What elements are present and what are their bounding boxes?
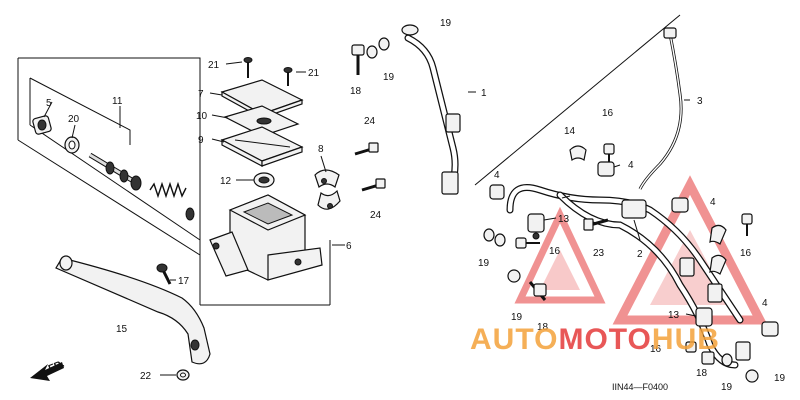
grommet-4a: [597, 161, 615, 177]
pipe-clip: [569, 145, 587, 161]
callout-23: 23: [593, 248, 605, 259]
callout-19b: 19: [383, 72, 395, 83]
washer-19d: [494, 233, 506, 247]
callout-20: 20: [68, 114, 80, 125]
callout-10: 10: [196, 111, 208, 122]
callout-15: 15: [116, 324, 128, 335]
bolt-16-top: [603, 143, 615, 162]
callout-24a: 24: [364, 116, 376, 127]
grommet-4d: [761, 321, 779, 337]
callout-16b: 16: [549, 246, 561, 257]
brake-pipe-3: [638, 27, 683, 190]
callout-4d: 4: [762, 298, 768, 309]
screw-21-left: [243, 57, 253, 78]
watermark-auto: AUTO: [470, 323, 558, 356]
group-frame: [474, 14, 681, 186]
callout-8: 8: [318, 144, 324, 155]
callout-19e: 19: [721, 382, 733, 393]
diaphragm: [220, 126, 304, 167]
pivot-nut: [176, 369, 190, 381]
callout-11: 11: [112, 96, 123, 107]
callout-19f: 19: [774, 373, 786, 384]
screw-21-right: [283, 67, 293, 86]
callout-18b: 18: [537, 322, 549, 333]
callout-5: 5: [46, 98, 52, 109]
pipe-bracket: [709, 224, 727, 245]
callout-18a: 18: [350, 86, 362, 97]
diaphragm-plate: [223, 105, 300, 137]
front-direction-arrow: [30, 362, 64, 381]
callout-3: 3: [697, 96, 703, 107]
callout-1: 1: [481, 88, 487, 99]
callout-18c: 18: [696, 368, 708, 379]
snap-ring-part: [64, 136, 80, 154]
bolt-16-right: [741, 213, 753, 236]
bolt-16-lower: [515, 237, 540, 249]
grommet-4b: [489, 184, 505, 200]
callout-19a: 19: [440, 18, 452, 29]
diagram-code: IIN44—F0400: [612, 382, 668, 392]
washer-19c: [483, 228, 495, 242]
joint-13-lower: [695, 307, 713, 327]
callout-6: 6: [346, 241, 352, 252]
callout-24b: 24: [370, 210, 382, 221]
callout-16d: 16: [650, 344, 662, 355]
callout-4b: 4: [494, 170, 500, 181]
oil-bolt-18-top: [351, 44, 365, 75]
washer-19e: [507, 269, 521, 283]
callout-14: 14: [564, 126, 576, 137]
callout-19d: 19: [511, 312, 523, 323]
callout-19c: 19: [478, 258, 490, 269]
callout-16c: 16: [740, 248, 752, 259]
hose-bracket: [709, 254, 727, 275]
holder-clamp: [314, 169, 341, 210]
bolt-16-bottom: [685, 341, 697, 353]
joint-13-upper: [527, 213, 545, 240]
assembly-frame: [17, 57, 331, 306]
bracket-11: [29, 77, 131, 145]
pivot-bolt: [156, 263, 172, 285]
brake-hose-1: [401, 24, 461, 195]
grommet-4c: [671, 197, 689, 213]
watermark-moto: MOTO: [558, 323, 651, 356]
washer-19b: [378, 37, 390, 51]
callout-4a: 4: [628, 160, 634, 171]
callout-13b: 13: [668, 310, 680, 321]
oil-bolt-18-right: [701, 351, 715, 365]
piston-set: [88, 152, 195, 221]
bolt-24-upper: [354, 142, 379, 156]
oil-bolt-18-lower: [528, 281, 547, 301]
washer-19a: [366, 45, 378, 59]
leader-lines: [43, 61, 697, 376]
bolt-23: [583, 218, 609, 231]
callout-13a: 13: [558, 214, 570, 225]
boot-part: [32, 115, 52, 135]
callout-16a: 16: [602, 108, 614, 119]
washer-19f: [721, 353, 733, 367]
callout-22: 22: [140, 371, 152, 382]
front-direction-label: FR.: [47, 358, 66, 374]
seal-part: [253, 172, 275, 188]
callout-17: 17: [178, 276, 190, 287]
washer-19g: [745, 369, 759, 383]
callout-9: 9: [198, 135, 204, 146]
master-cylinder-body: [209, 194, 323, 281]
callout-7: 7: [198, 89, 204, 100]
callout-21b: 21: [308, 68, 320, 79]
watermark-text: AUTOMOTOHUB: [470, 323, 720, 356]
watermark-hub: HUB: [652, 323, 720, 356]
bolt-24-lower: [361, 178, 386, 192]
callout-labels: 1 2 3 4 4 4 4 5 6 7 8 9 10 11 12 13 13 1…: [46, 18, 786, 393]
brake-lever: [55, 255, 211, 365]
callout-12: 12: [220, 176, 232, 187]
callout-2: 2: [637, 249, 643, 260]
callout-21a: 21: [208, 60, 220, 71]
callout-4c: 4: [710, 197, 716, 208]
